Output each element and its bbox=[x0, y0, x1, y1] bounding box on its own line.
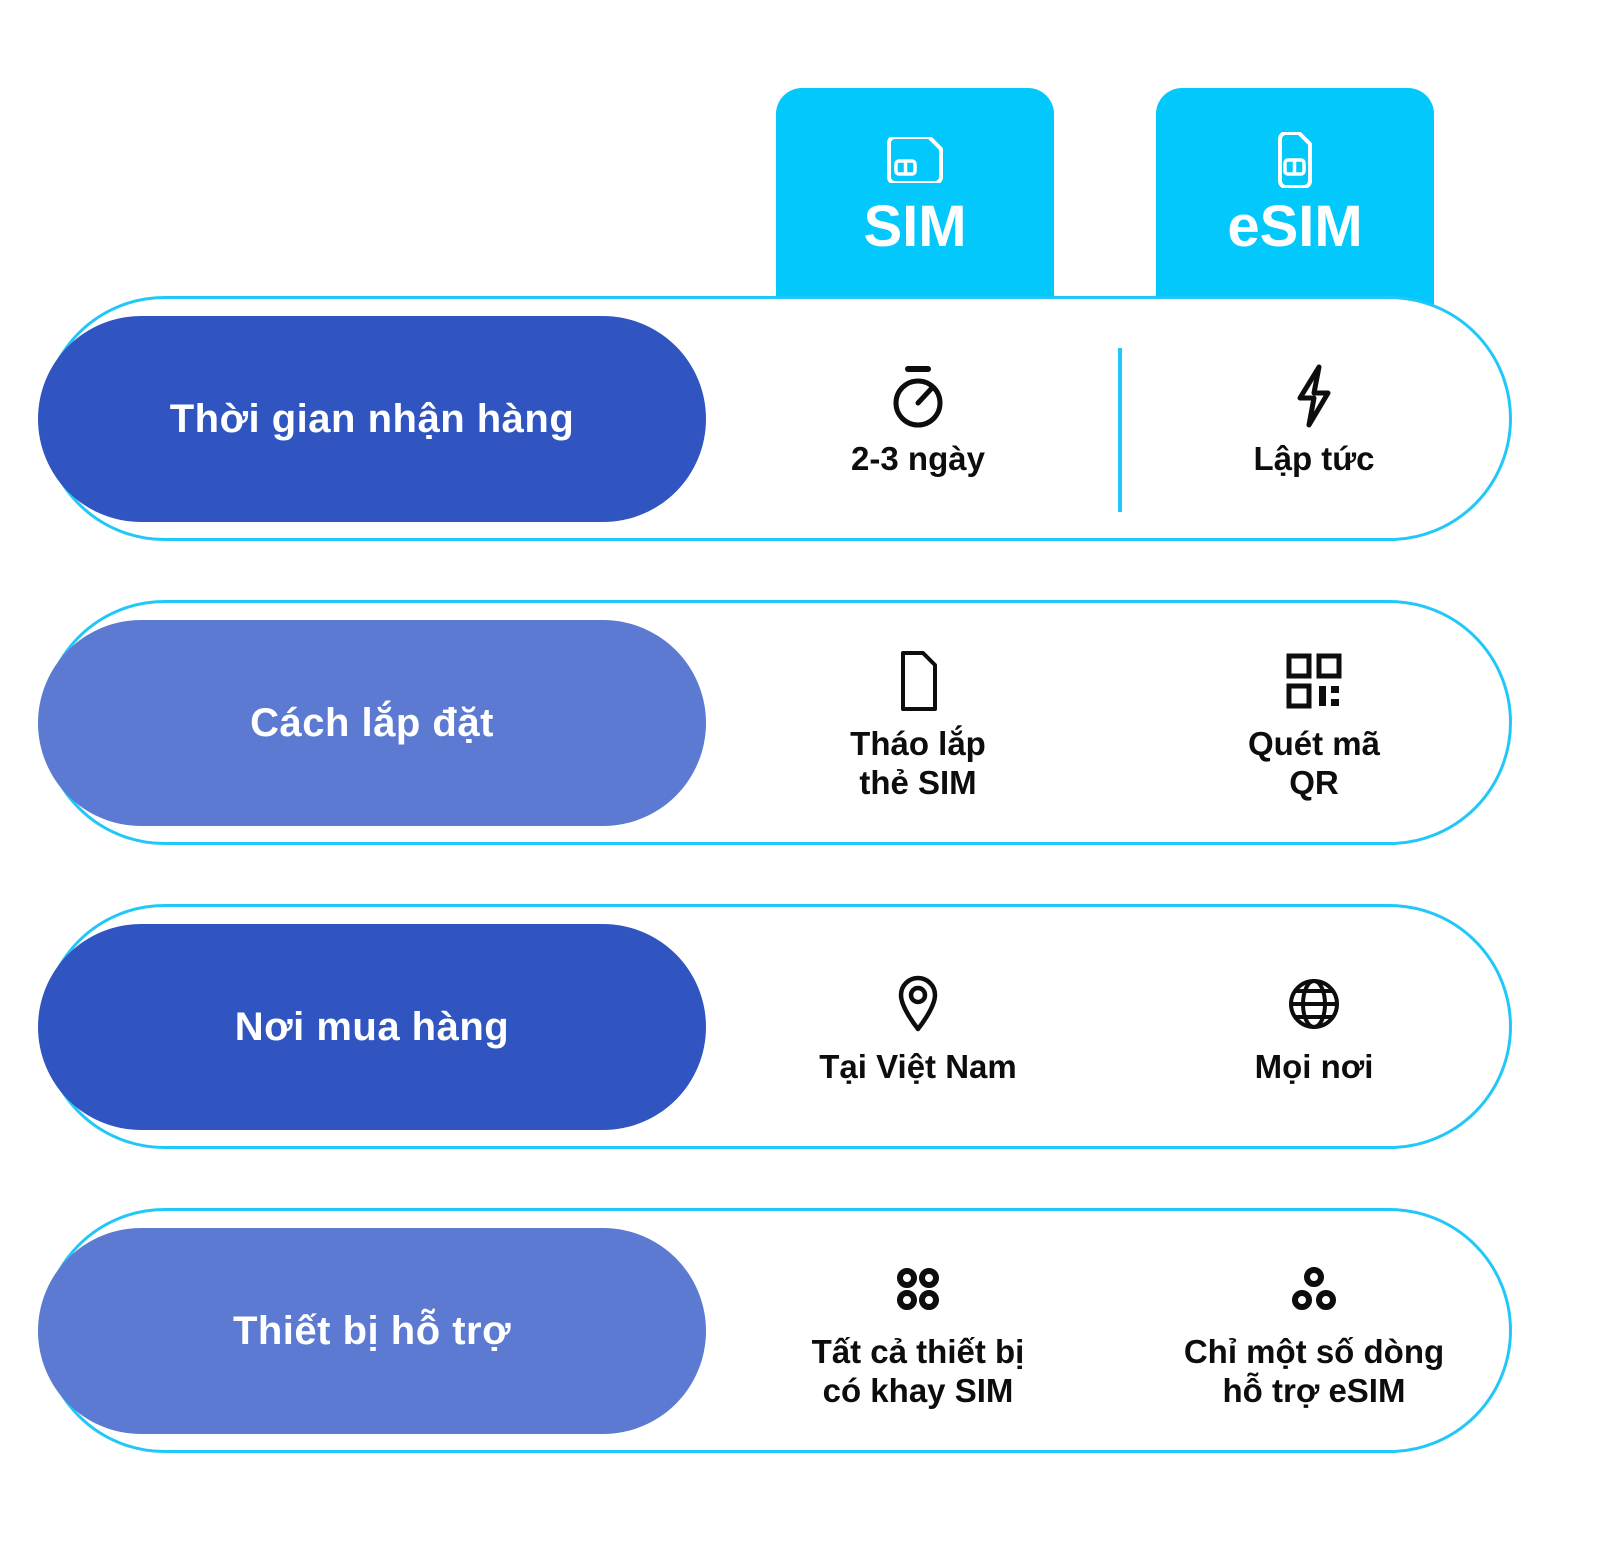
row-cells: Tại Việt Nam Mọi nơi bbox=[720, 904, 1512, 1149]
cell-sim-text: Tại Việt Nam bbox=[819, 1048, 1017, 1086]
location-pin-icon bbox=[894, 966, 942, 1042]
table-row: Cách lắp đặt Tháo lắp thẻ SIM bbox=[0, 600, 1606, 845]
tab-esim-label: eSIM bbox=[1227, 194, 1363, 259]
cell-esim: Mọi nơi bbox=[1116, 904, 1512, 1149]
row-label-pill[interactable]: Thiết bị hỗ trợ bbox=[38, 1228, 706, 1434]
row-label-pill[interactable]: Nơi mua hàng bbox=[38, 924, 706, 1130]
row-label-text: Nơi mua hàng bbox=[234, 1004, 510, 1049]
globe-icon bbox=[1286, 966, 1342, 1042]
tab-sim[interactable]: SIM bbox=[776, 88, 1054, 308]
row-label-text: Thiết bị hỗ trợ bbox=[232, 1308, 512, 1353]
cell-sim: Tháo lắp thẻ SIM bbox=[720, 600, 1116, 845]
cell-esim-text: Mọi nơi bbox=[1254, 1048, 1374, 1086]
cell-esim: Chỉ một số dòng hỗ trợ eSIM bbox=[1116, 1208, 1512, 1453]
cell-esim-text: Lập tức bbox=[1253, 440, 1375, 478]
four-dots-grid-icon bbox=[891, 1251, 945, 1327]
row-cells: 2-3 ngày Lập tức bbox=[720, 296, 1512, 541]
cell-esim: Lập tức bbox=[1116, 296, 1512, 541]
sim-card-document-icon bbox=[893, 643, 943, 719]
three-dots-cluster-icon bbox=[1287, 1251, 1341, 1327]
tab-sim-label: SIM bbox=[863, 194, 967, 259]
esim-chip-icon bbox=[1263, 128, 1327, 192]
lightning-bolt-icon bbox=[1288, 358, 1340, 434]
cell-sim-text: Tất cả thiết bị có khay SIM bbox=[811, 1332, 1025, 1409]
comparison-rows: Thời gian nhận hàng 2-3 ngày bbox=[0, 296, 1606, 1512]
row-cells: Tháo lắp thẻ SIM Quét mã bbox=[720, 600, 1512, 845]
qr-code-icon bbox=[1285, 643, 1343, 719]
table-row: Thời gian nhận hàng 2-3 ngày bbox=[0, 296, 1606, 541]
sim-card-icon bbox=[883, 128, 947, 192]
cell-sim: Tất cả thiết bị có khay SIM bbox=[720, 1208, 1116, 1453]
tab-esim[interactable]: eSIM bbox=[1156, 88, 1434, 308]
row-label-text: Thời gian nhận hàng bbox=[169, 396, 575, 441]
cell-esim: Quét mã QR bbox=[1116, 600, 1512, 845]
cell-esim-text: Quét mã QR bbox=[1247, 724, 1381, 801]
cell-sim: Tại Việt Nam bbox=[720, 904, 1116, 1149]
cell-sim-text: Tháo lắp thẻ SIM bbox=[850, 724, 986, 801]
cell-sim: 2-3 ngày bbox=[720, 296, 1116, 541]
cell-esim-text: Chỉ một số dòng hỗ trợ eSIM bbox=[1183, 1332, 1445, 1409]
row-label-pill[interactable]: Cách lắp đặt bbox=[38, 620, 706, 826]
row-label-pill[interactable]: Thời gian nhận hàng bbox=[38, 316, 706, 522]
row-cells: Tất cả thiết bị có khay SIM Chỉ một số d… bbox=[720, 1208, 1512, 1453]
table-row: Nơi mua hàng Tại Việt Nam bbox=[0, 904, 1606, 1149]
row-label-text: Cách lắp đặt bbox=[250, 700, 494, 745]
table-row: Thiết bị hỗ trợ Tất cả thiết bị có khay … bbox=[0, 1208, 1606, 1453]
stopwatch-icon bbox=[886, 358, 950, 434]
row-divider bbox=[1118, 348, 1122, 512]
comparison-header-tabs: SIM eSIM bbox=[0, 88, 1606, 308]
cell-sim-text: 2-3 ngày bbox=[851, 440, 985, 478]
